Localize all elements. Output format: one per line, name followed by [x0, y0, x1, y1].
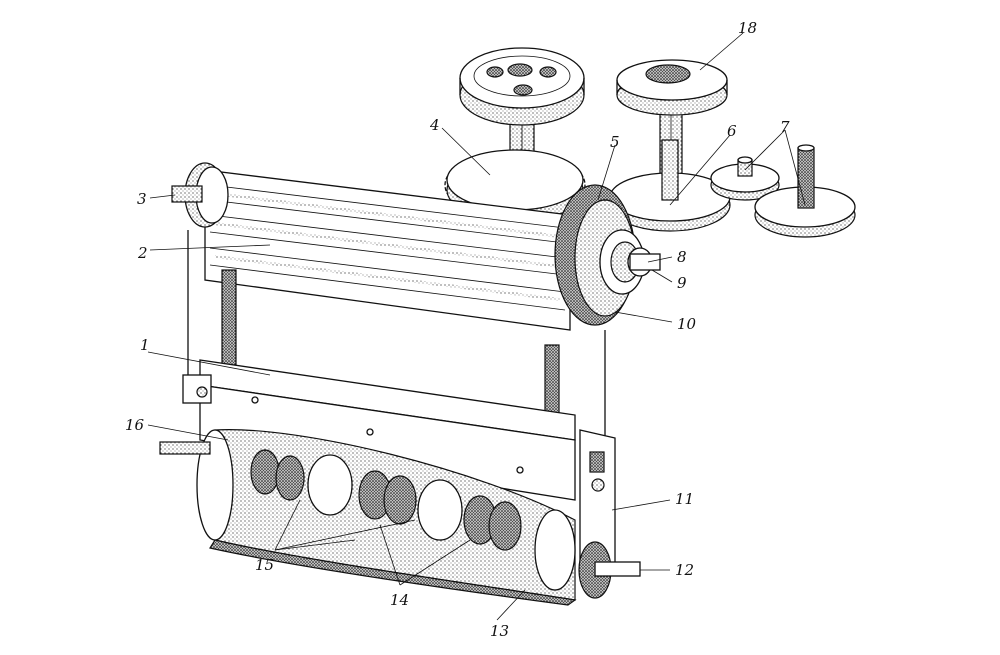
frame [182, 230, 606, 550]
label-8: 8 [677, 248, 687, 266]
label-11: 11 [675, 490, 694, 508]
label-7: 7 [780, 118, 790, 136]
callout-labels: 1 2 3 4 5 6 7 8 9 10 11 12 13 14 15 16 1… [125, 19, 790, 640]
platen-roller-2 [171, 162, 571, 331]
label-9: 9 [677, 274, 687, 292]
label-5: 5 [610, 133, 620, 151]
label-14: 14 [390, 591, 409, 609]
label-16: 16 [125, 416, 145, 434]
leader-lines [147, 32, 806, 621]
label-4: 4 [429, 116, 440, 134]
label-2: 2 [137, 244, 148, 262]
bevel-gear-5-10 [554, 184, 661, 326]
label-10: 10 [677, 315, 697, 333]
label-13: 13 [490, 622, 509, 640]
gear-7a [710, 156, 780, 201]
label-12: 12 [675, 561, 694, 579]
gear-7b [754, 144, 856, 238]
label-6: 6 [727, 122, 737, 140]
label-15: 15 [255, 556, 274, 574]
label-18: 18 [738, 19, 757, 37]
label-1: 1 [140, 336, 150, 354]
type-disc-top [459, 47, 585, 181]
cam-shaft-assembly [159, 429, 641, 606]
label-3: 3 [137, 190, 147, 208]
